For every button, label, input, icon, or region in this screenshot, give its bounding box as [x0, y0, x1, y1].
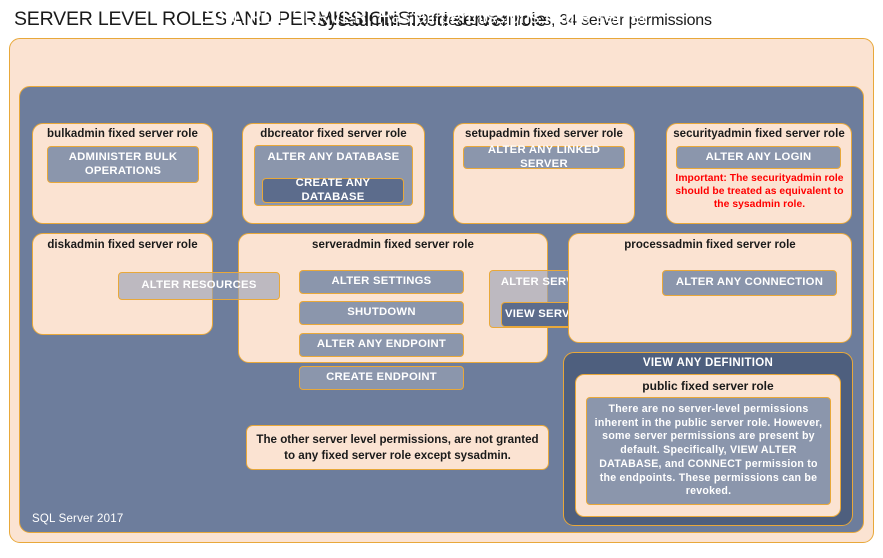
page-title-main: SERVER LEVEL ROLES AND PERMISSIONS: — [14, 8, 416, 30]
permission-alter-any-connection[interactable]: ALTER ANY CONNECTION — [662, 270, 837, 296]
page-title: SERVER LEVEL ROLES AND PERMISSIONS: 9 fi… — [14, 8, 874, 34]
role-title-dbcreator: dbcreator fixed server role — [260, 128, 407, 140]
other-permissions-note: The other server level permissions, are … — [246, 425, 549, 470]
footer-version-label: SQL Server 2017 — [32, 513, 124, 525]
role-card-setupadmin — [453, 123, 635, 224]
public-role-description: There are no server-level permissions in… — [586, 397, 831, 505]
page-title-sub: 9 fixed server roles, 34 server permissi… — [415, 12, 712, 29]
securityadmin-warning-note: Important: The securityadmin role should… — [675, 173, 844, 211]
permission-alter-any-login[interactable]: ALTER ANY LOGIN — [676, 146, 841, 169]
role-title-bulkadmin: bulkadmin fixed server role — [47, 128, 198, 140]
permission-create-any-database[interactable]: CREATE ANY DATABASE — [262, 177, 404, 203]
role-title-securityadmin: securityadmin fixed server role — [673, 128, 845, 140]
permission-alter-settings[interactable]: ALTER SETTINGS — [299, 270, 464, 294]
permission-view-any-definition-label[interactable]: VIEW ANY DEFINITION — [642, 357, 774, 369]
role-card-securityadmin — [666, 123, 852, 224]
sysadmin-role-label: sysadmin fixed server role — [318, 10, 547, 31]
role-title-diskadmin: diskadmin fixed server role — [47, 239, 198, 251]
public-role-description-text: There are no server-level permissions in… — [594, 402, 823, 498]
permission-administer-bulk-operations[interactable]: ADMINISTER BULK OPERATIONS — [47, 146, 199, 183]
other-permissions-note-text: The other server level permissions, are … — [256, 432, 539, 462]
role-title-public: public fixed server role — [642, 379, 774, 393]
control-server-label: CONTROL SERVER: Has all permissions in t… — [197, 7, 648, 27]
permission-alter-any-database-label: ALTER ANY DATABASE — [267, 151, 400, 163]
permission-create-endpoint[interactable]: CREATE ENDPOINT — [299, 366, 464, 390]
role-title-processadmin: processadmin fixed server role — [624, 239, 796, 251]
role-title-serveradmin: serveradmin fixed server role — [312, 239, 474, 251]
permission-alter-resources[interactable]: ALTER RESOURCES — [118, 272, 280, 300]
permission-alter-any-linked-server[interactable]: ALTER ANY LINKED SERVER — [463, 144, 625, 170]
role-title-setupadmin: setupadmin fixed server role — [465, 128, 623, 140]
permission-alter-any-endpoint[interactable]: ALTER ANY ENDPOINT — [299, 333, 464, 357]
permission-shutdown[interactable]: SHUTDOWN — [299, 301, 464, 325]
